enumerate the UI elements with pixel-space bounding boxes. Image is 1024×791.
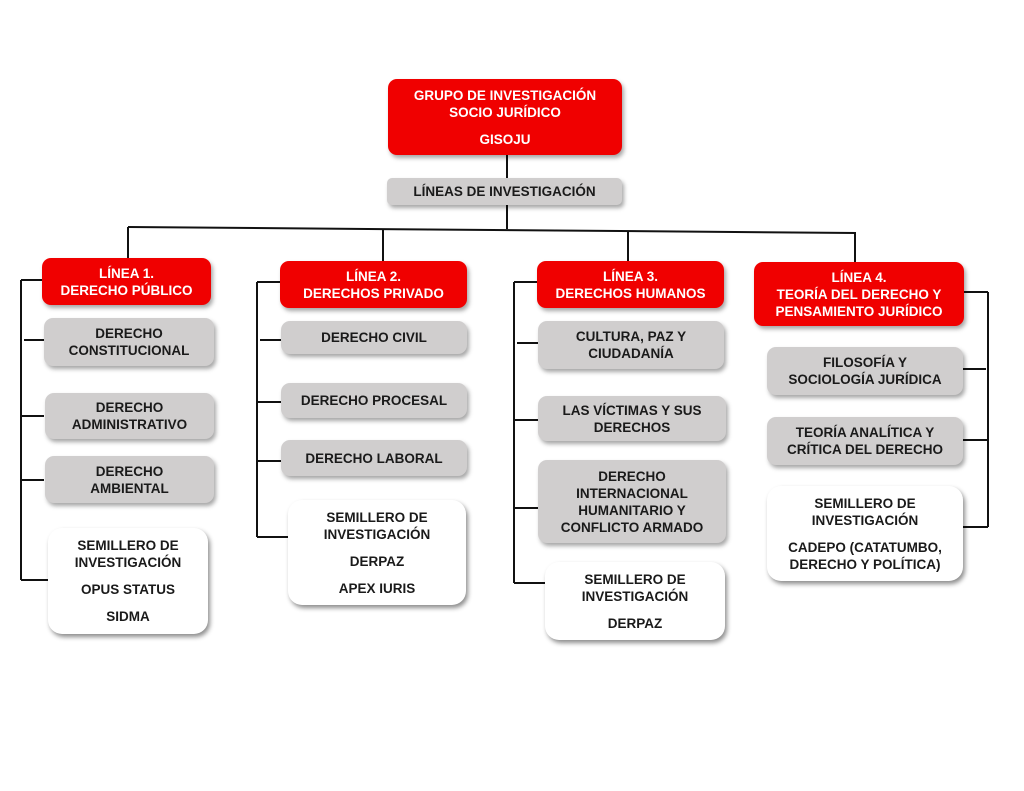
root-title-line1: GRUPO DE INVESTIGACIÓN	[413, 87, 597, 103]
topic-text: CONFLICTO ARMADO	[560, 519, 704, 535]
root-title-line2: SOCIO JURÍDICO	[449, 104, 561, 120]
topic-text: INTERNACIONAL	[576, 485, 688, 501]
semillero-title: SEMILLERO DE	[584, 571, 686, 587]
topic-text: SOCIOLOGÍA JURÍDICA	[788, 372, 942, 387]
line1-topic-ambiental: DERECHO AMBIENTAL	[45, 456, 214, 503]
topic-text: CRÍTICA DEL DERECHO	[786, 442, 943, 457]
line2-header-title: DERECHOS PRIVADO	[303, 285, 444, 301]
topic-text: DERECHO PROCESAL	[300, 393, 448, 408]
topic-text: LAS VÍCTIMAS Y SUS	[562, 402, 702, 418]
topic-text: DERECHO	[95, 326, 163, 341]
semillero-title: INVESTIGACIÓN	[74, 555, 182, 570]
line1-header-title: DERECHO PÚBLICO	[60, 282, 193, 298]
semillero-title: SEMILLERO DE	[77, 538, 179, 553]
line4-topic-teoria-analitica: TEORÍA ANALÍTICA Y CRÍTICA DEL DERECHO	[767, 417, 963, 465]
line4-header-number: LÍNEA 4.	[831, 269, 887, 285]
semillero-name: APEX IURIS	[338, 580, 416, 596]
line3-header: LÍNEA 3. DERECHOS HUMANOS	[537, 261, 724, 308]
line4-header-title-2: PENSAMIENTO JURÍDICO	[775, 303, 943, 319]
line3-topic-victimas: LAS VÍCTIMAS Y SUS DERECHOS	[538, 396, 726, 441]
line4-semillero: SEMILLERO DE INVESTIGACIÓN CADEPO (CATAT…	[767, 486, 963, 581]
topic-text: CIUDADANÍA	[588, 346, 674, 361]
topic-text: ADMINISTRATIVO	[71, 417, 188, 432]
line3-header-title: DERECHOS HUMANOS	[555, 285, 706, 301]
line2-topic-procesal: DERECHO PROCESAL	[281, 383, 467, 418]
semillero-title: SEMILLERO DE	[326, 509, 428, 525]
topic-text: DERECHO LABORAL	[305, 450, 443, 466]
topic-text: DERECHOS	[593, 419, 671, 435]
topic-text: AMBIENTAL	[90, 480, 169, 496]
semillero-title: INVESTIGACIÓN	[811, 512, 919, 528]
line1-topic-administrativo: DERECHO ADMINISTRATIVO	[45, 393, 214, 439]
line3-topic-dih-conflicto: DERECHO INTERNACIONAL HUMANITARIO Y CONF…	[538, 460, 726, 543]
line2-topic-civil: DERECHO CIVIL	[281, 321, 467, 354]
semillero-name: CADEPO (CATATUMBO,	[788, 539, 942, 555]
semillero-title: INVESTIGACIÓN	[581, 588, 689, 604]
line1-header: LÍNEA 1. DERECHO PÚBLICO	[42, 258, 211, 305]
connector-horizontal-bus	[127, 226, 857, 234]
topic-text: DERECHO	[598, 468, 666, 484]
line2-semillero: SEMILLERO DE INVESTIGACIÓN DERPAZ APEX I…	[288, 500, 466, 605]
semillero-name: DERPAZ	[349, 553, 405, 569]
semillero-title: SEMILLERO DE	[814, 495, 916, 511]
line3-header-number: LÍNEA 3.	[602, 268, 658, 284]
topic-text: HUMANITARIO Y	[578, 502, 686, 518]
topic-text: FILOSOFÍA Y	[822, 355, 907, 370]
line2-topic-laboral: DERECHO LABORAL	[281, 440, 467, 476]
semillero-name: SIDMA	[106, 609, 150, 624]
line3-semillero: SEMILLERO DE INVESTIGACIÓN DERPAZ	[545, 562, 725, 640]
line1-topic-constitucional: DERECHO CONSTITUCIONAL	[44, 318, 214, 366]
lines-header-label: LÍNEAS DE INVESTIGACIÓN	[413, 184, 596, 199]
root-node-gisoju: GRUPO DE INVESTIGACIÓN SOCIO JURÍDICO GI…	[388, 79, 622, 155]
topic-text: CULTURA, PAZ Y	[575, 329, 687, 344]
topic-text: DERECHO CIVIL	[321, 330, 427, 345]
line1-semillero: SEMILLERO DE INVESTIGACIÓN OPUS STATUS S…	[48, 528, 208, 634]
semillero-title: INVESTIGACIÓN	[323, 526, 431, 542]
semillero-name: DERECHO Y POLÍTICA)	[789, 556, 941, 572]
line4-header: LÍNEA 4. TEORÍA DEL DERECHO Y PENSAMIENT…	[754, 262, 964, 326]
topic-text: DERECHO	[95, 400, 164, 415]
line4-topic-filosofia: FILOSOFÍA Y SOCIOLOGÍA JURÍDICA	[767, 347, 963, 395]
line2-header-number: LÍNEA 2.	[345, 268, 401, 284]
semillero-name: OPUS STATUS	[80, 582, 175, 597]
line1-header-number: LÍNEA 1.	[98, 265, 154, 281]
root-acronym: GISOJU	[479, 131, 531, 147]
lines-header-node: LÍNEAS DE INVESTIGACIÓN	[387, 178, 622, 205]
line4-header-title-1: TEORÍA DEL DERECHO Y	[776, 286, 942, 302]
line3-topic-cultura-paz: CULTURA, PAZ Y CIUDADANÍA	[538, 321, 724, 369]
line2-header: LÍNEA 2. DERECHOS PRIVADO	[280, 261, 467, 308]
topic-text: TEORÍA ANALÍTICA Y	[795, 425, 935, 440]
topic-text: CONSTITUCIONAL	[68, 343, 190, 358]
topic-text: DERECHO	[95, 463, 164, 479]
semillero-name: DERPAZ	[607, 615, 663, 631]
